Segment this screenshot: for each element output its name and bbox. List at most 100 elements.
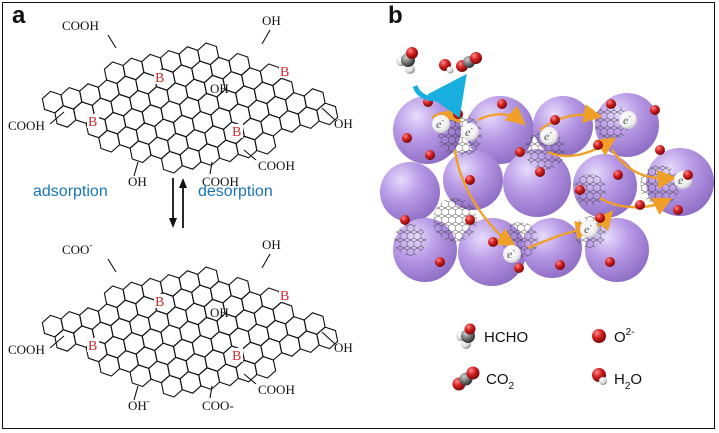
svg-text:H2O: H2O — [614, 371, 642, 392]
functional-group-label: COOH — [202, 174, 239, 189]
bond-line — [49, 111, 65, 125]
functional-group-label: COOH — [62, 18, 99, 33]
oxygen-atom — [635, 200, 645, 210]
panel-a-letter: a — [12, 2, 26, 29]
electron-sup: - — [470, 124, 473, 133]
electron-sup: - — [549, 128, 552, 137]
functional-group-label: COOH — [8, 342, 45, 357]
bond-line — [243, 149, 257, 161]
legend-o2-label: O — [614, 329, 626, 346]
boron-atom-bg — [279, 64, 291, 78]
oxygen-atom — [514, 263, 524, 273]
hex-ring — [254, 131, 277, 155]
graphene-patch — [433, 198, 477, 242]
charge-superscript: - — [147, 396, 150, 406]
oxygen-atom — [575, 185, 585, 195]
bond-line — [133, 385, 139, 401]
legend-co2-sub: 2 — [509, 381, 515, 392]
functional-group-label: COO- — [62, 240, 92, 257]
functional-group-label: OH — [262, 237, 281, 252]
boron-atom-label: B — [232, 349, 241, 364]
electron-sup: - — [512, 246, 515, 255]
electron-sup: - — [589, 221, 592, 230]
oxygen-atom — [655, 145, 665, 155]
hcho-molecule — [396, 47, 418, 74]
oxide-sphere — [380, 162, 440, 222]
equilibrium-arrows — [169, 178, 187, 228]
graphene-patch — [640, 165, 680, 205]
oxygen-atom — [673, 205, 683, 215]
functional-group-label: OH — [262, 13, 281, 28]
boron-atom-bg — [279, 288, 291, 302]
bond-line — [209, 161, 213, 175]
legend-co2-label: CO — [486, 371, 509, 388]
legend: HCHO O2- CO2 H2O — [452, 323, 642, 392]
electron-marker: e- — [503, 245, 521, 263]
electron-marker: e- — [432, 115, 450, 133]
hex-ring — [254, 355, 277, 379]
functional-group-label: COOH — [8, 118, 45, 133]
electron-label: e- — [465, 124, 473, 139]
oxygen-atom — [465, 215, 475, 225]
oxygen-atom — [465, 175, 475, 185]
legend-h2o-tail: O — [630, 371, 642, 388]
oxygen-atom — [593, 140, 603, 150]
boron-atom-bg — [87, 338, 99, 352]
oxygen-atom — [400, 215, 410, 225]
functional-group-label: OH — [334, 340, 353, 355]
boron-atom-label: B — [280, 289, 289, 304]
functional-group-label: COOH — [258, 382, 295, 397]
oxygen-atom — [606, 99, 616, 109]
graphene-patch — [574, 174, 606, 206]
oxygen-atom — [488, 237, 498, 247]
electron-label: e- — [544, 128, 552, 143]
electron-bubble — [432, 115, 450, 133]
bond-line — [243, 373, 257, 385]
oxygen-atom — [402, 133, 412, 143]
bond-line — [107, 34, 117, 49]
oxygen-atom — [535, 167, 545, 177]
oxygen-atom — [497, 99, 507, 109]
oxygen-atom — [595, 213, 605, 223]
oxygen-atom — [550, 115, 560, 125]
oxygen-atom — [605, 257, 615, 267]
electron-markers: e-e-e-e-e-e-e- — [432, 111, 692, 263]
boron-atom-label: B — [88, 339, 97, 354]
boron-atom-bg — [231, 124, 243, 138]
bond-line — [133, 161, 139, 177]
co2-molecule-top — [456, 52, 482, 72]
oxygen-atom — [435, 257, 445, 267]
desorption-label: desorption — [198, 183, 273, 200]
electron-label: e- — [436, 116, 444, 131]
functional-group-label: OH — [210, 81, 229, 96]
legend-o2-icon — [592, 329, 606, 343]
hex-ring — [316, 102, 339, 126]
functional-group-label: COOH — [258, 158, 295, 173]
electron-bubble — [580, 220, 598, 238]
legend-co2-icon — [452, 366, 480, 391]
bond-line — [321, 331, 336, 345]
bond-line — [261, 253, 271, 269]
boron-atom-bg — [231, 348, 243, 362]
electron-label: e- — [584, 221, 592, 236]
electron-bubble — [503, 245, 521, 263]
bond-line — [321, 107, 336, 121]
adsorption-label: adsorption — [33, 183, 108, 200]
svg-text:O2-: O2- — [614, 327, 635, 346]
boron-atom-label: B — [280, 65, 289, 80]
hex-ring-sheet — [41, 42, 339, 174]
oxygen-atom — [515, 147, 525, 157]
boron-atom-label: B — [88, 115, 97, 130]
functional-group-label: OH — [128, 174, 147, 189]
electron-sup: - — [441, 116, 444, 125]
bond-line — [261, 29, 271, 45]
oxygen-atom — [613, 170, 623, 180]
bond-line — [209, 385, 213, 399]
boron-atom-label: B — [155, 71, 164, 86]
electron-marker: e- — [619, 111, 637, 129]
electron-bubble — [540, 127, 558, 145]
